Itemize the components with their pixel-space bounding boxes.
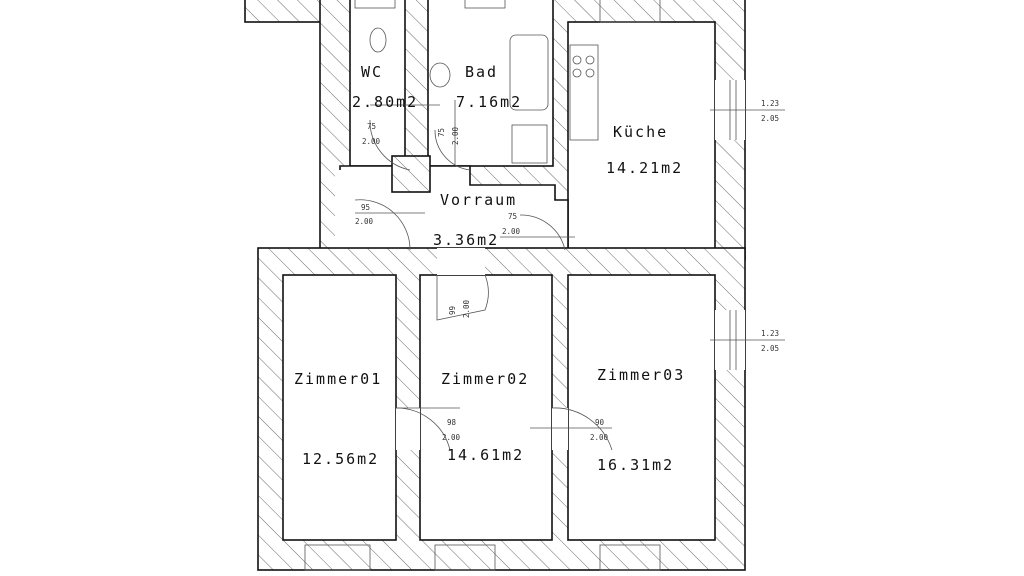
room-bad (427, 0, 554, 167)
room-area-vorraum: 3.36m2 (433, 231, 499, 249)
door-width-zimmer03: 90 (595, 418, 605, 427)
room-area-zimmer01: 12.56m2 (302, 450, 379, 468)
door-height-zimmer03: 2.00 (590, 433, 609, 442)
door-opening-zimmer02[interactable] (437, 248, 485, 275)
door-height-zimmer01: 2.00 (442, 433, 461, 442)
room-zimmer02 (419, 274, 553, 541)
door-width-kueche: 75 (508, 212, 517, 221)
room-name-zimmer02: Zimmer02 (441, 370, 529, 388)
door-opening-zimmer03[interactable] (552, 408, 568, 450)
chimney (391, 155, 431, 193)
door-height-bad: 2.00 (451, 126, 460, 145)
room-area-zimmer02: 14.61m2 (447, 446, 524, 464)
door-width-bad: 75 (437, 128, 446, 137)
room-kueche (567, 21, 716, 251)
room-name-kueche: Küche (613, 123, 668, 141)
door-width-zimmer02: 99 (448, 306, 457, 315)
window-height-zimmer03: 2.05 (761, 344, 779, 353)
room-area-wc: 2.80m2 (352, 93, 418, 111)
room-area-kueche: 14.21m2 (606, 159, 683, 177)
room-name-vorraum: Vorraum (440, 191, 517, 209)
window-height-kueche: 2.05 (761, 114, 779, 123)
door-height-zimmer02: 2.00 (462, 299, 471, 318)
room-area-zimmer03: 16.31m2 (597, 456, 674, 474)
window-width-kueche: 1.23 (761, 99, 779, 108)
door-height-wc: 2.00 (362, 137, 381, 146)
room-name-zimmer03: Zimmer03 (597, 366, 685, 384)
room-name-bad: Bad (465, 63, 498, 81)
room-zimmer03 (567, 274, 716, 541)
room-zimmer01 (282, 274, 397, 541)
door-width-wc: 75 (367, 122, 376, 131)
room-name-zimmer01: Zimmer01 (294, 370, 382, 388)
door-height-entry: 2.00 (355, 217, 374, 226)
window-width-zimmer03: 1.23 (761, 329, 779, 338)
room-name-wc: WC (361, 63, 383, 81)
door-width-entry: 95 (361, 203, 370, 212)
door-height-kueche: 2.00 (502, 227, 521, 236)
door-opening-zimmer01[interactable] (396, 408, 420, 450)
door-width-zimmer01: 98 (447, 418, 457, 427)
room-area-bad: 7.16m2 (456, 93, 522, 111)
